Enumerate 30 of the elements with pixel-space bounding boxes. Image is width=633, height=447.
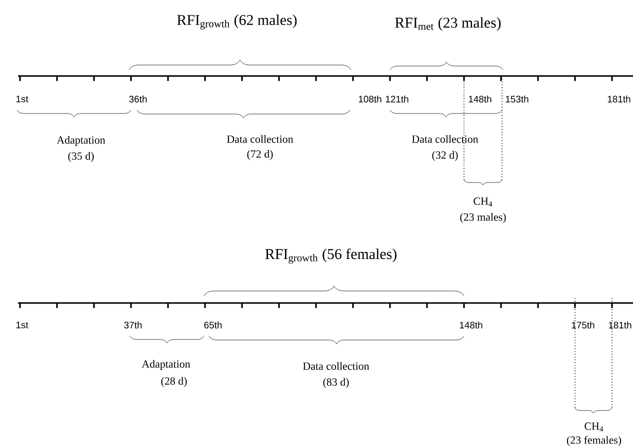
day-label: 148th — [468, 96, 492, 102]
period-label: (32 d) — [432, 151, 458, 161]
period-label: Adaptation — [142, 360, 190, 370]
period-label: Data collection — [303, 362, 370, 370]
period-label: (35 d) — [68, 152, 94, 162]
period-label: (83 d) — [323, 378, 349, 388]
group-heading: RFI$_{met}$ (23 males) — [395, 17, 501, 31]
period-label: Data collection — [412, 135, 478, 143]
day-label: 1st — [16, 322, 28, 328]
period-label: (23 males) — [460, 213, 506, 223]
group-heading: RFI$_{growth}$ (62 males) — [177, 14, 297, 30]
day-label: 65th — [204, 322, 222, 328]
day-label: 181th — [608, 322, 632, 328]
day-label: 108th — [358, 96, 382, 102]
period-label: (23 females) — [566, 436, 622, 446]
day-label: 37th — [124, 322, 142, 328]
day-label: 1st — [16, 96, 28, 102]
day-label: 36th — [129, 96, 147, 102]
period-label: Data collection — [227, 135, 294, 143]
day-label: 181th — [608, 96, 630, 102]
period-label: (72 d) — [247, 150, 273, 160]
day-label: 121th — [386, 96, 408, 102]
day-label: 175th — [572, 322, 594, 328]
period-label: CH$_{4}$ — [474, 198, 492, 206]
group-heading: RFI$_{growth}$ (56 females) — [265, 248, 396, 264]
day-label: 148th — [460, 322, 482, 328]
day-label: 153th — [506, 96, 528, 102]
period-label: (28 d) — [161, 377, 187, 387]
period-label: Adaptation — [56, 136, 106, 146]
period-label: CH$_{4}$ — [584, 422, 604, 432]
